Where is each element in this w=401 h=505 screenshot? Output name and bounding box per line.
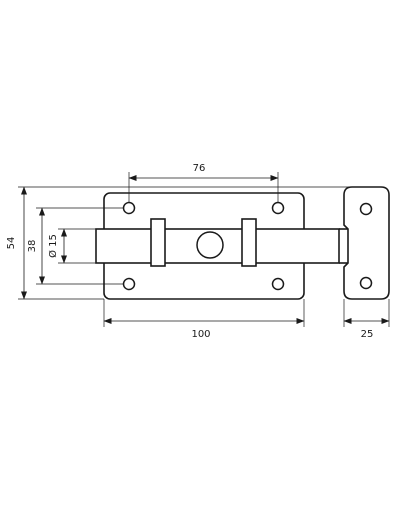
keeper-outline [343, 186, 390, 300]
keeper-hole-bottom [359, 276, 373, 290]
mounting-hole-bottom-left [122, 277, 136, 291]
dimension-label-hole-spacing: 76 [193, 163, 206, 174]
bolt-knob [196, 231, 224, 259]
bolt-guide-right [241, 218, 257, 267]
bolt-guide-left [150, 218, 166, 267]
keeper-hole-top [359, 202, 373, 216]
dimension-keeper-width: 25 [343, 299, 390, 340]
dimension-label-bolt-diameter: Ø 15 [47, 234, 59, 258]
mounting-hole-top-right [271, 201, 285, 215]
dimension-label-plate-height: 38 [27, 240, 38, 253]
sliding-bolt [95, 218, 340, 267]
dimension-plate-height: 38 [27, 207, 124, 285]
dimension-label-keeper-width: 25 [361, 329, 374, 340]
dimension-bolt-diameter: Ø 15 [47, 228, 96, 264]
mounting-hole-bottom-right [271, 277, 285, 291]
dimension-overall-height: 54 [6, 186, 350, 300]
keeper [339, 186, 390, 300]
dimension-label-overall-height: 54 [6, 237, 17, 250]
mounting-hole-top-left [122, 201, 136, 215]
dimension-plate-width: 100 [103, 299, 305, 340]
dimension-label-plate-width: 100 [191, 329, 210, 340]
